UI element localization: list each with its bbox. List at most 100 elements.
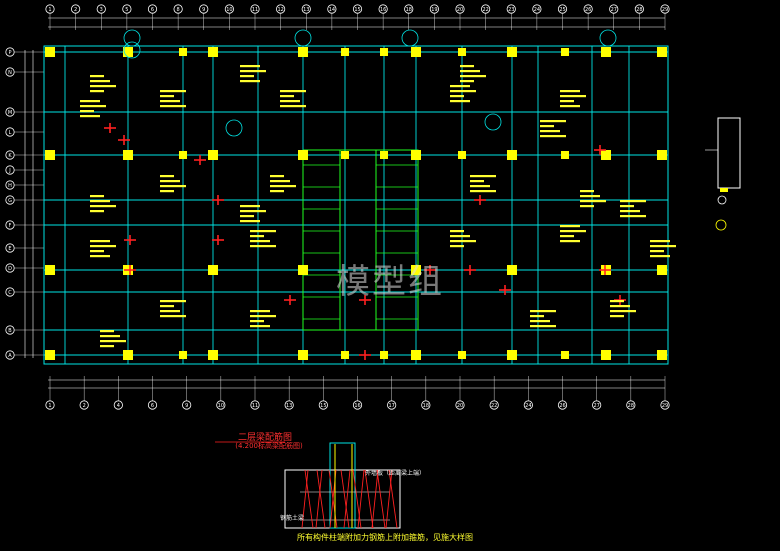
column: [123, 150, 133, 160]
rebar-annotation: [280, 100, 300, 103]
rebar-annotation: [560, 240, 580, 243]
column: [601, 150, 611, 160]
rebar-annotation: [560, 235, 574, 238]
axis-label-bottom: 24: [525, 403, 531, 409]
rebar-annotation: [620, 200, 646, 203]
column: [45, 350, 55, 360]
rebar-annotation: [160, 105, 186, 108]
rebar-annotation: [250, 315, 276, 318]
foundation-detail-wall: [329, 442, 356, 529]
axis-label-top: 13: [303, 7, 309, 13]
rebar-annotation: [100, 330, 114, 333]
rebar-annotation: [650, 245, 676, 248]
column: [123, 350, 133, 360]
rebar-annotation: [460, 65, 474, 68]
detail-rebar: [301, 469, 309, 529]
axis-label-bottom: 22: [491, 403, 497, 409]
rebar-annotation: [240, 220, 260, 223]
column: [458, 151, 466, 159]
axis-label-bottom: 28: [628, 403, 634, 409]
rebar-annotation: [90, 75, 104, 78]
column: [380, 351, 388, 359]
rebar-annotation: [580, 200, 606, 203]
rebar-annotation: [580, 190, 594, 193]
detail-rebar: [385, 469, 393, 529]
axis-label-top: 5: [125, 7, 128, 13]
rebar-annotation: [240, 210, 266, 213]
rebar-annotation: [450, 230, 464, 233]
detail-rebar: [343, 469, 351, 529]
rebar-annotation: [540, 135, 566, 138]
column: [601, 47, 611, 57]
column: [298, 265, 308, 275]
rebar-annotation: [160, 95, 174, 98]
section-detail: [717, 117, 741, 189]
axis-label-top: 23: [508, 7, 514, 13]
axis-label-left: B: [8, 328, 12, 334]
axis-label-bottom: 27: [593, 403, 599, 409]
rebar-annotation: [160, 175, 174, 178]
axis-label-left: D: [8, 266, 12, 272]
detail-label-a: 外墙板（距离梁上端）: [365, 470, 426, 477]
rebar-annotation: [540, 125, 554, 128]
column: [380, 48, 388, 56]
rebar-annotation: [90, 85, 116, 88]
column: [657, 47, 667, 57]
column: [45, 150, 55, 160]
rebar-annotation: [610, 310, 636, 313]
axis-label-top: 12: [277, 7, 283, 13]
rebar-annotation: [250, 325, 270, 328]
axis-label-bottom: 13: [286, 403, 292, 409]
column: [208, 150, 218, 160]
axis-label-top: 28: [636, 7, 642, 13]
rebar-annotation: [240, 205, 260, 208]
rebar-annotation: [620, 215, 646, 218]
column: [657, 350, 667, 360]
detail-rebar: [364, 469, 374, 529]
detail-marker: [484, 113, 502, 131]
section-column: [720, 188, 728, 192]
rebar-annotation: [100, 345, 114, 348]
axis-label-left: J: [8, 168, 10, 174]
column: [601, 350, 611, 360]
rebar-annotation: [620, 210, 640, 213]
stair-core: [302, 149, 419, 331]
rebar-annotation: [560, 90, 580, 93]
axis-label-top: 22: [482, 7, 488, 13]
column: [341, 48, 349, 56]
rebar-annotation: [240, 80, 260, 83]
rebar-annotation: [540, 120, 566, 123]
rebar-annotation: [250, 320, 264, 323]
column: [298, 350, 308, 360]
detail-rebar: [388, 469, 398, 529]
rebar-annotation: [80, 100, 100, 103]
detail-rebar: [304, 469, 314, 529]
rebar-annotation: [100, 340, 126, 343]
column: [507, 350, 517, 360]
rebar-annotation: [610, 305, 630, 308]
detail-marker: [401, 29, 419, 47]
plan-subtitle: (4.200标高梁配筋图): [235, 442, 303, 450]
rebar-annotation: [90, 255, 110, 258]
column: [411, 47, 421, 57]
rebar-annotation: [580, 195, 600, 198]
column: [411, 350, 421, 360]
column: [561, 48, 569, 56]
column: [380, 151, 388, 159]
rebar-annotation: [90, 80, 110, 83]
axis-label-top: 24: [534, 7, 540, 13]
axis-label-left: A: [8, 353, 12, 359]
axis-label-top: 9: [202, 7, 205, 13]
rebar-annotation: [530, 325, 556, 328]
column: [458, 351, 466, 359]
rebar-annotation: [160, 305, 174, 308]
column: [179, 351, 187, 359]
axis-label-bottom: 15: [320, 403, 326, 409]
rebar-annotation: [270, 185, 296, 188]
rebar-annotation: [90, 210, 104, 213]
axis-label-top: 27: [611, 7, 617, 13]
rebar-annotation: [240, 70, 266, 73]
column: [298, 47, 308, 57]
rebar-annotation: [560, 105, 580, 108]
column: [123, 47, 133, 57]
